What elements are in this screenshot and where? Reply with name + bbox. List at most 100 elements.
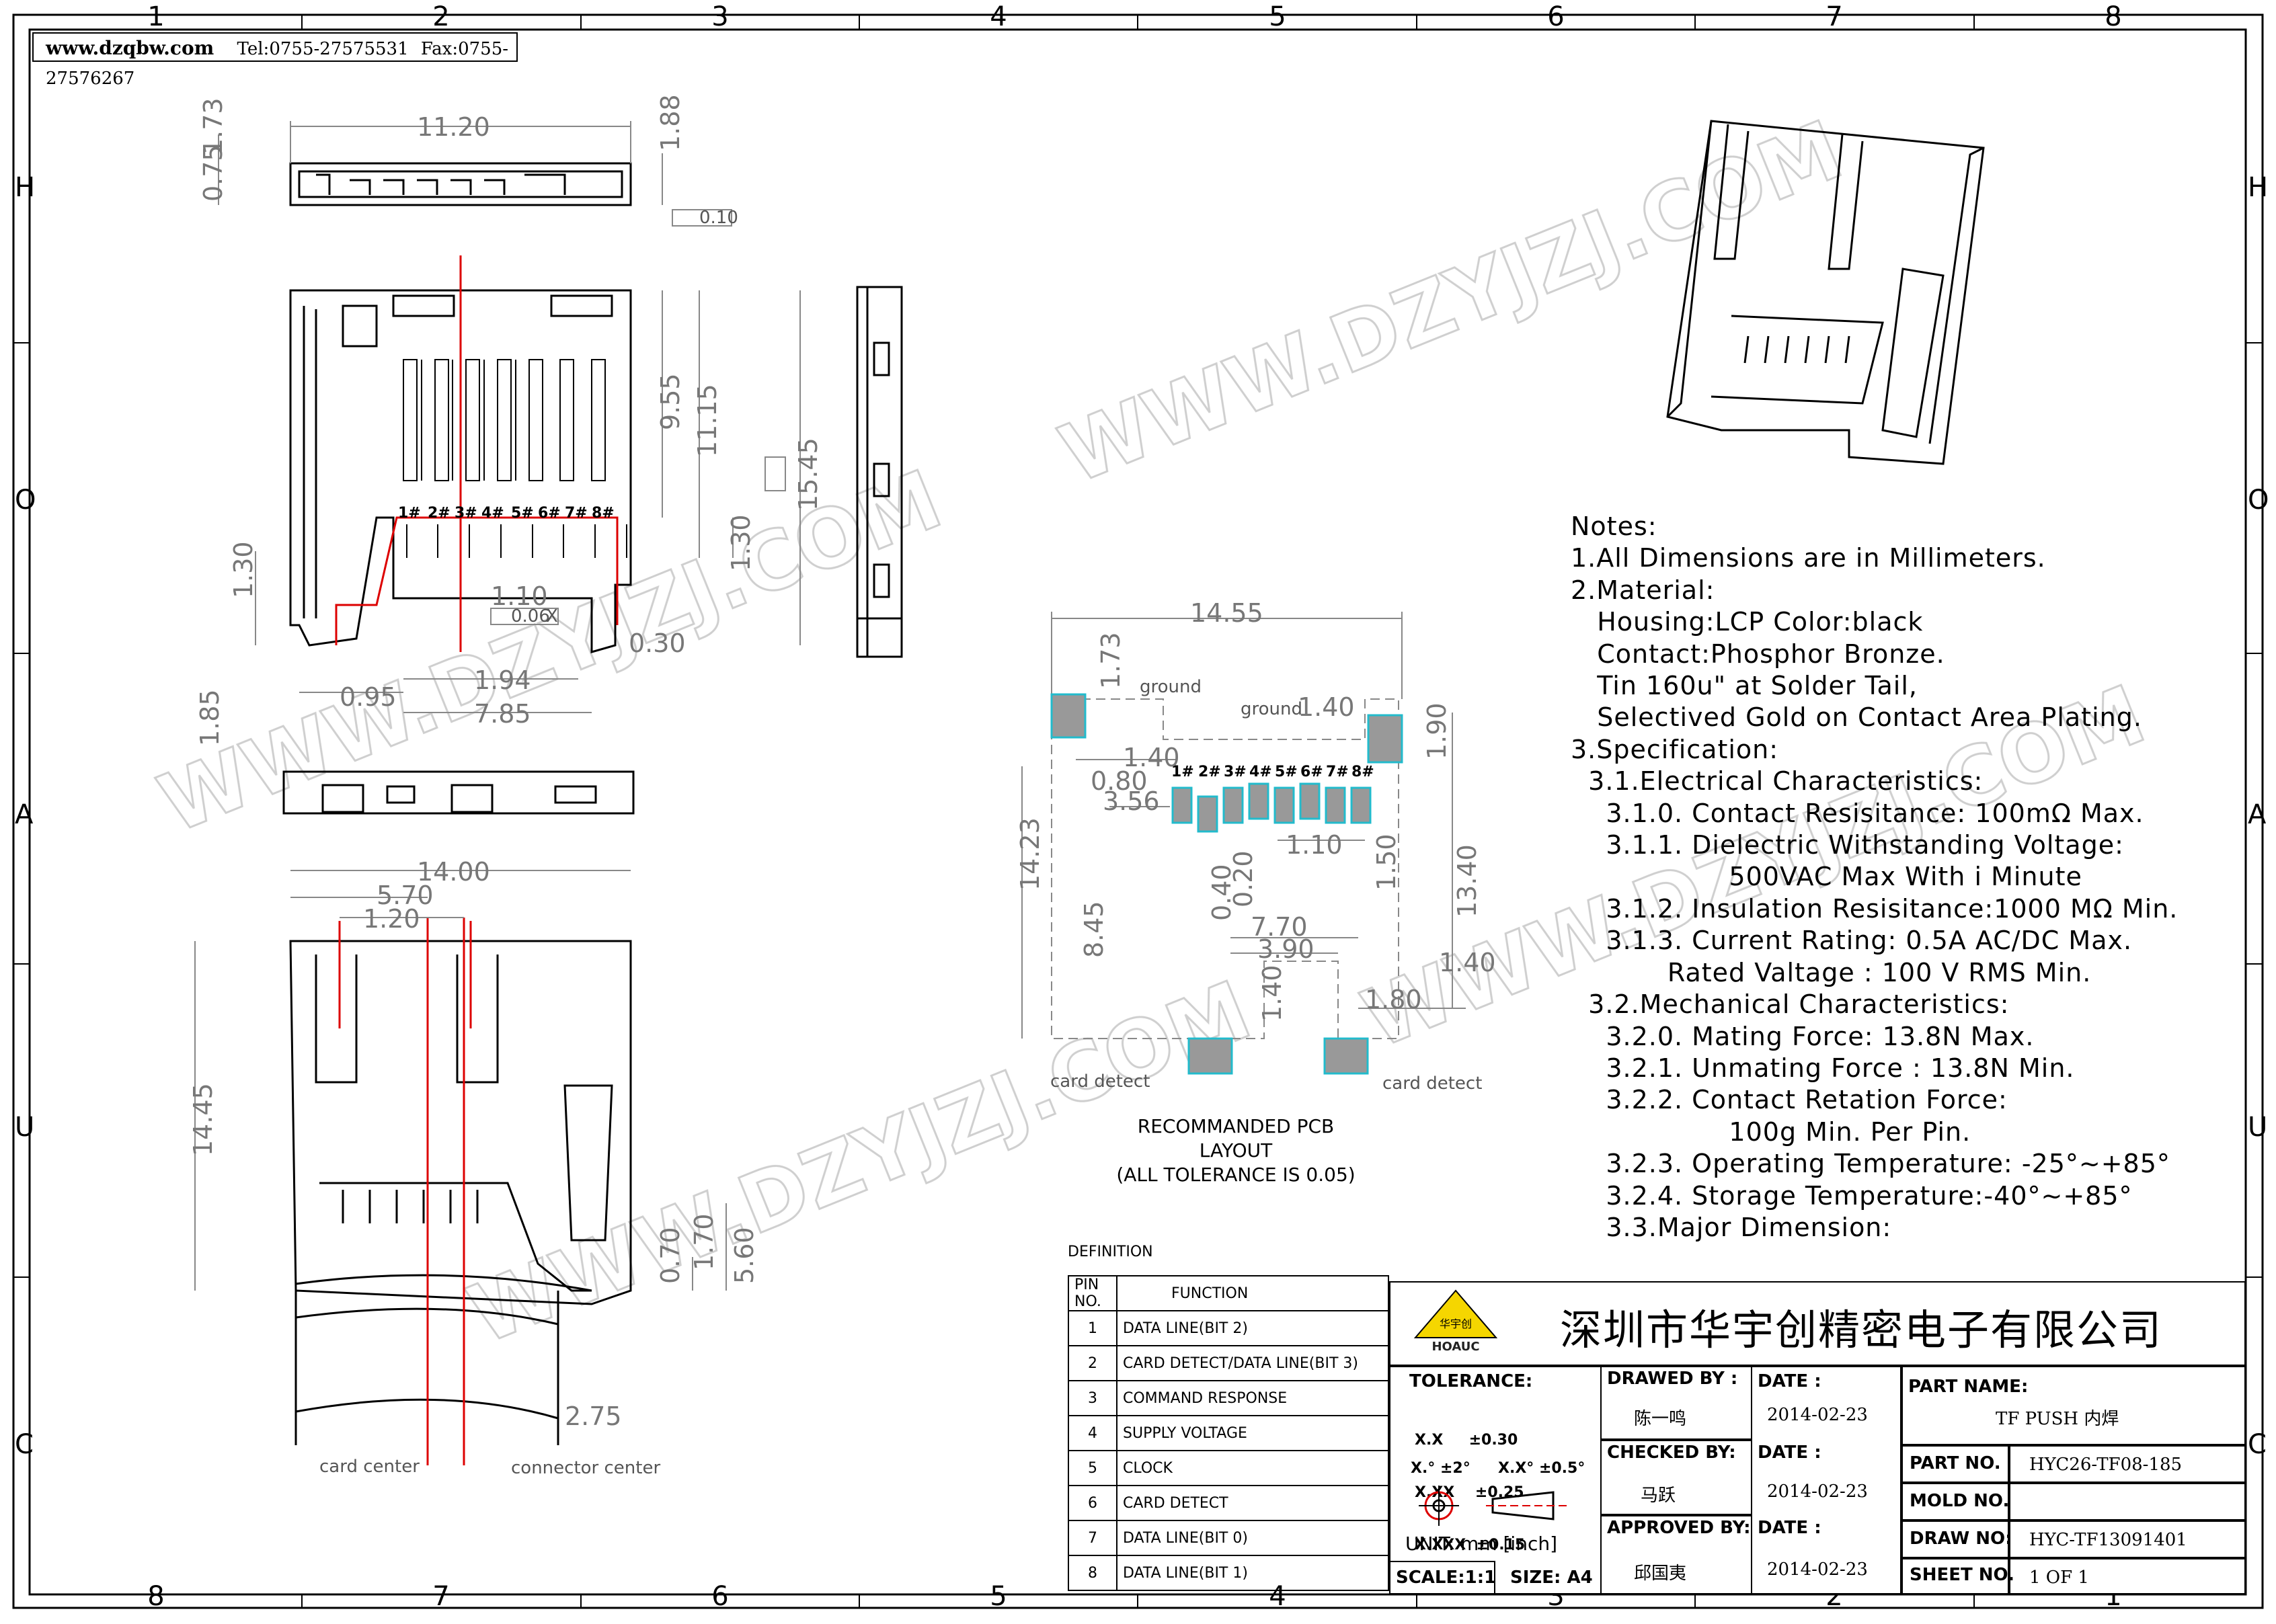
- pcb-dim-1-40-c: 1.40: [1257, 965, 1287, 1022]
- pcb-pad-7: [1325, 786, 1346, 824]
- pcb-dim-7-70: 7.70: [1251, 912, 1308, 942]
- zone-top-3: 3: [711, 1, 728, 32]
- notes-line: 3.2.3. Operating Temperature: -25°~+85°: [1571, 1149, 2170, 1179]
- zone-top-5: 5: [1269, 1, 1286, 32]
- pcb-outline: [1051, 698, 1399, 1039]
- part-no-value: HYC26-TF08-185: [2029, 1455, 2183, 1475]
- pcb-dim-1-40-d: 1.40: [1439, 948, 1496, 977]
- dim-1-10: 1.10: [491, 581, 548, 611]
- sheet-no-value-cell: [2009, 1558, 2246, 1594]
- company-logo: 华宇创 HOAUC: [1413, 1289, 1498, 1354]
- pcb-pad-6: [1299, 782, 1321, 820]
- fax-text: Fax:0755-27576267: [46, 39, 509, 89]
- zone-ticks: [13, 15, 2263, 1608]
- zone-top-4: 4: [990, 1, 1007, 32]
- pin-1-label: 1#: [398, 505, 421, 522]
- notes-line: 3.2.2. Contact Retation Force:: [1571, 1085, 2008, 1115]
- zone-bottom-5: 5: [990, 1581, 1007, 1612]
- company-name: 深圳市华宇创精密电子有限公司: [1560, 1305, 2163, 1354]
- connector-center-label: connector center: [511, 1458, 660, 1478]
- date-label-1: DATE :: [1758, 1371, 1821, 1391]
- notes-line: Rated Valtage : 100 V RMS Min.: [1571, 957, 2092, 987]
- zone-labels-top: 1 2 3 4 5 6 7 8: [147, 1, 2121, 32]
- pcb-dim-0-20: 0.20: [1228, 850, 1258, 907]
- part-name-label: PART NAME:: [1908, 1377, 2029, 1397]
- logo-cn-text: 华宇创: [1440, 1317, 1472, 1330]
- function-cell: CARD DETECT: [1116, 1485, 1389, 1521]
- pcb-pin-3: 3#: [1224, 764, 1247, 780]
- date-value-2: 2014-02-23: [1767, 1481, 1868, 1502]
- zone-bottom-8: 8: [147, 1581, 164, 1612]
- zone-right-o: O: [2248, 485, 2269, 516]
- pin-cell: 1: [1068, 1310, 1117, 1346]
- draw-no-label: DRAW NO:: [1910, 1529, 2012, 1549]
- pcb-pin-6: 6#: [1300, 764, 1323, 780]
- pcb-pad-detect-left: [1187, 1037, 1233, 1075]
- pcb-pad-detect-right: [1323, 1037, 1369, 1075]
- sheet-no-value: 1 OF 1: [2029, 1568, 2089, 1588]
- zone-right-u: U: [2248, 1112, 2267, 1143]
- sheet-no-label: SHEET NO.: [1910, 1565, 2014, 1585]
- header-strip: www.dzqbw.com Tel:0755-27575531 Fax:0755…: [32, 32, 518, 89]
- pin-cell: 7: [1068, 1520, 1117, 1556]
- part-no-value-cell: [2009, 1445, 2246, 1483]
- notes-line: 1.All Dimensions are in Millimeters.: [1571, 543, 2046, 573]
- pin-6-label: 6#: [538, 505, 561, 522]
- front-view-red-lines: [335, 255, 619, 652]
- zone-labels-bottom: 8 7 6 5 4 3 2 1: [147, 1581, 2121, 1612]
- zone-left-o: O: [15, 485, 36, 516]
- pcb-pad-ground-left: [1050, 693, 1087, 739]
- notes-line: Tin 160u" at Solder Tail,: [1571, 671, 1918, 701]
- draw-no-label-cell: [1901, 1520, 2009, 1558]
- definition-title: DEFINITION: [1068, 1244, 1153, 1260]
- pcb-dim-0-40: 0.40: [1207, 864, 1237, 921]
- dim-0-10: 0.10: [699, 208, 738, 228]
- zone-top-7: 7: [1826, 1, 1842, 32]
- top-view-labels: 11.20 1.73 0.75 1.88 0.10: [198, 94, 738, 228]
- notes-line: 3.2.Mechanical Characteristics:: [1571, 989, 2010, 1020]
- pcb-dim-1-50: 1.50: [1372, 834, 1401, 891]
- dim-0-06: 0.06: [511, 606, 550, 626]
- col-pin-header: PIN NO.: [1068, 1275, 1117, 1311]
- pcb-pin-labels: 1# 2# 3# 4# 5# 6# 7# 8#: [1171, 764, 1374, 780]
- approved-by-value: 邱国夷: [1634, 1564, 1687, 1584]
- front-view-labels: 9.55 11.15 15.45 1.30 1.30 1.10 0.06 X 0…: [229, 373, 823, 729]
- function-cell: SUPPLY VOLTAGE: [1116, 1415, 1389, 1451]
- dim-1-30-b: 1.30: [229, 541, 258, 598]
- mold-no-label: MOLD NO.: [1910, 1491, 2010, 1511]
- zone-left-c: C: [15, 1429, 34, 1460]
- bottom-side-view: [282, 770, 635, 815]
- title-block-company-row: [1389, 1281, 2246, 1366]
- angle-tol-1: X.° ±2°: [1411, 1460, 1470, 1477]
- pin-8-label: 8#: [592, 505, 615, 522]
- dim-5-60: 5.60: [730, 1227, 759, 1284]
- notes-line: 3.1.2. Insulation Resisitance:1000 MΩ Mi…: [1571, 893, 2179, 924]
- zone-bottom-7: 7: [432, 1581, 449, 1612]
- dim-11-20: 11.20: [417, 112, 490, 142]
- drawn-by-value: 陈一鸣: [1634, 1409, 1687, 1429]
- pcb-title-line1: RECOMMANDED PCB LAYOUT: [1137, 1115, 1335, 1162]
- notes-line: 3.Specification:: [1571, 734, 1779, 764]
- part-no-label: PART NO.: [1910, 1453, 2001, 1473]
- pcb-layout-title: RECOMMANDED PCB LAYOUT (ALL TOLERANCE IS…: [1101, 1114, 1370, 1187]
- logo-text: HOAUC: [1431, 1340, 1479, 1354]
- part-no-label-cell: [1901, 1445, 2009, 1483]
- notes-line: 3.2.4. Storage Temperature:-40°~+85°: [1571, 1180, 2133, 1211]
- zone-left-u: U: [15, 1112, 34, 1143]
- drawn-by-cell: [1600, 1366, 1752, 1440]
- front-view-pins: 1# 2# 3# 4# 5# 6# 7# 8#: [398, 505, 615, 522]
- approved-by-label: APPROVED BY:: [1607, 1518, 1751, 1538]
- size-label: SIZE: A4: [1510, 1568, 1593, 1588]
- pcb-dim-1-40-a: 1.40: [1298, 692, 1355, 722]
- zone-labels-side: H O A U C H O A U C: [15, 172, 2269, 1460]
- top-view: [289, 162, 632, 206]
- pin-cell: 6: [1068, 1485, 1117, 1521]
- zone-bottom-6: 6: [711, 1581, 728, 1612]
- unit-label: UNIT: mm [inch]: [1405, 1533, 1558, 1555]
- dim-14-45: 14.45: [188, 1083, 218, 1156]
- function-cell: COMMAND RESPONSE: [1116, 1380, 1389, 1416]
- bottom-view-red-lines: [338, 918, 472, 1465]
